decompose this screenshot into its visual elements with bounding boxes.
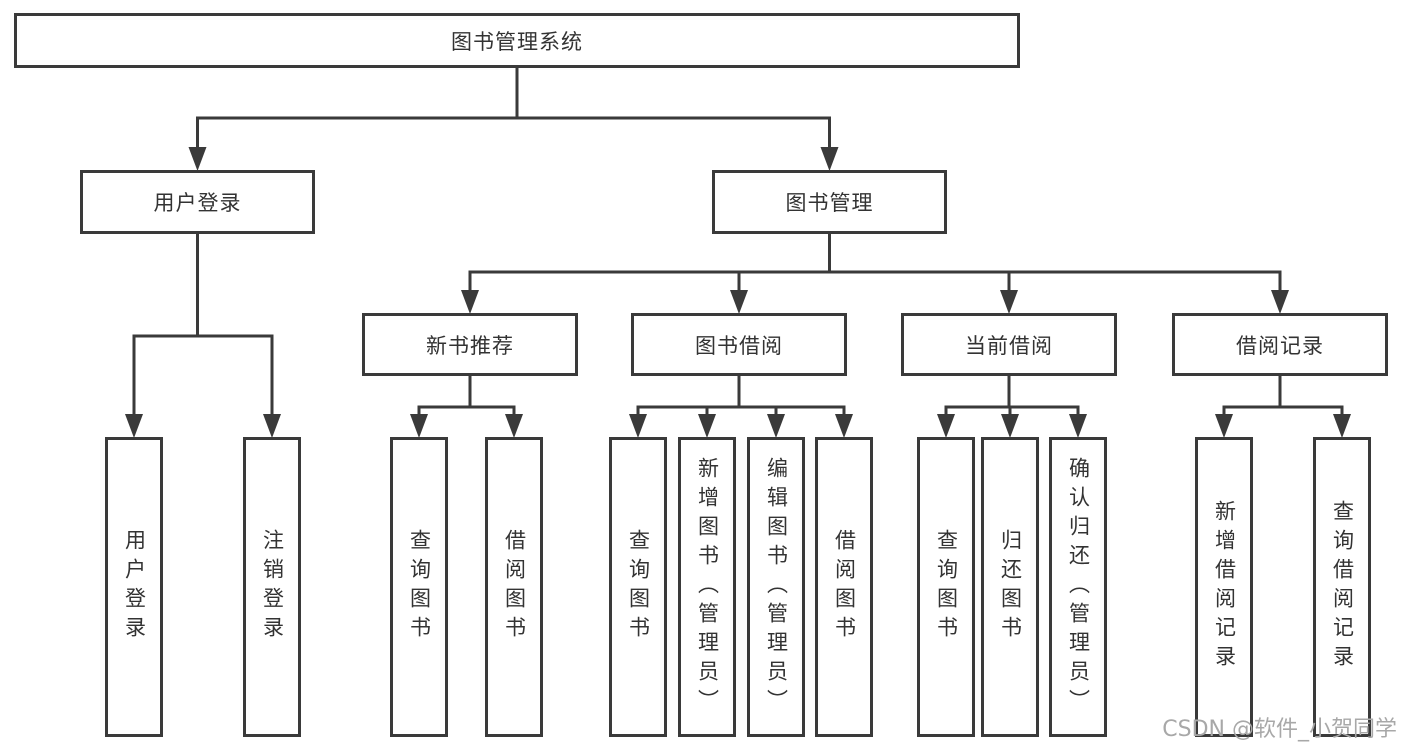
node-borrow-book-1: 借阅图书 [485, 437, 543, 737]
node-label: 查询借阅记录 [1330, 500, 1355, 674]
connector-arrowhead [505, 414, 523, 438]
connector-arrowhead [1333, 414, 1351, 438]
connector-arrowhead [1271, 290, 1289, 314]
node-return-book: 归还图书 [981, 437, 1039, 737]
node-label: 借阅图书 [502, 529, 527, 645]
connector-arrowhead [1000, 290, 1018, 314]
node-borrow-records: 借阅记录 [1172, 313, 1388, 376]
node-query-book-1: 查询图书 [390, 437, 448, 737]
connector-arrowhead [410, 414, 428, 438]
connector-arrowhead [730, 290, 748, 314]
node-label: 图书管理系统 [451, 29, 583, 54]
node-label: 当前借阅 [965, 333, 1053, 358]
node-add-book: 新增图书（管理员） [678, 437, 736, 737]
node-label: 图书借阅 [695, 333, 783, 358]
connector-arrowhead [125, 414, 143, 438]
node-current-borrow: 当前借阅 [901, 313, 1117, 376]
connector-arrowhead [835, 414, 853, 438]
node-label: 查询图书 [626, 529, 651, 645]
connector-arrowhead [1215, 414, 1233, 438]
watermark: CSDN @软件_小贺同学 [1162, 717, 1397, 742]
node-confirm-return: 确认归还（管理员） [1049, 437, 1107, 737]
node-label: 确认归还（管理员） [1066, 456, 1091, 718]
node-label: 编辑图书（管理员） [764, 456, 789, 718]
node-query-book-3: 查询图书 [917, 437, 975, 737]
node-label: 查询图书 [407, 529, 432, 645]
connector-arrowhead [698, 414, 716, 438]
node-query-book-2: 查询图书 [609, 437, 667, 737]
node-add-borrow-record: 新增借阅记录 [1195, 437, 1253, 737]
node-label: 查询图书 [934, 529, 959, 645]
node-borrow-book-2: 借阅图书 [815, 437, 873, 737]
connector-arrowhead [1069, 414, 1087, 438]
node-label: 用户登录 [122, 529, 147, 645]
connector-arrowhead [188, 147, 207, 171]
node-label: 归还图书 [998, 529, 1023, 645]
node-book-mgmt: 图书管理 [712, 170, 947, 234]
node-label: 新增借阅记录 [1212, 500, 1237, 674]
node-edit-book: 编辑图书（管理员） [747, 437, 805, 737]
node-query-borrow-record: 查询借阅记录 [1313, 437, 1371, 737]
node-user-login-leaf: 用户登录 [105, 437, 163, 737]
connector-arrowhead [937, 414, 955, 438]
node-label: 图书管理 [785, 191, 874, 215]
node-label: 用户登录 [153, 191, 242, 215]
node-label: 新书推荐 [426, 333, 514, 358]
node-label: 注销登录 [260, 529, 285, 645]
connector-arrowhead [629, 414, 647, 438]
connector-arrowhead [767, 414, 785, 438]
node-label: 借阅图书 [832, 529, 857, 645]
node-new-book-rec: 新书推荐 [362, 313, 578, 376]
node-logout-leaf: 注销登录 [243, 437, 301, 737]
node-root: 图书管理系统 [14, 13, 1020, 68]
node-label: 新增图书（管理员） [695, 456, 720, 718]
node-user-login: 用户登录 [80, 170, 315, 234]
node-book-borrow: 图书借阅 [631, 313, 847, 376]
connector-arrowhead [820, 147, 839, 171]
connector-arrowhead [263, 414, 281, 438]
node-label: 借阅记录 [1236, 333, 1324, 358]
connector-arrowhead [461, 290, 479, 314]
connector-arrowhead [1001, 414, 1019, 438]
